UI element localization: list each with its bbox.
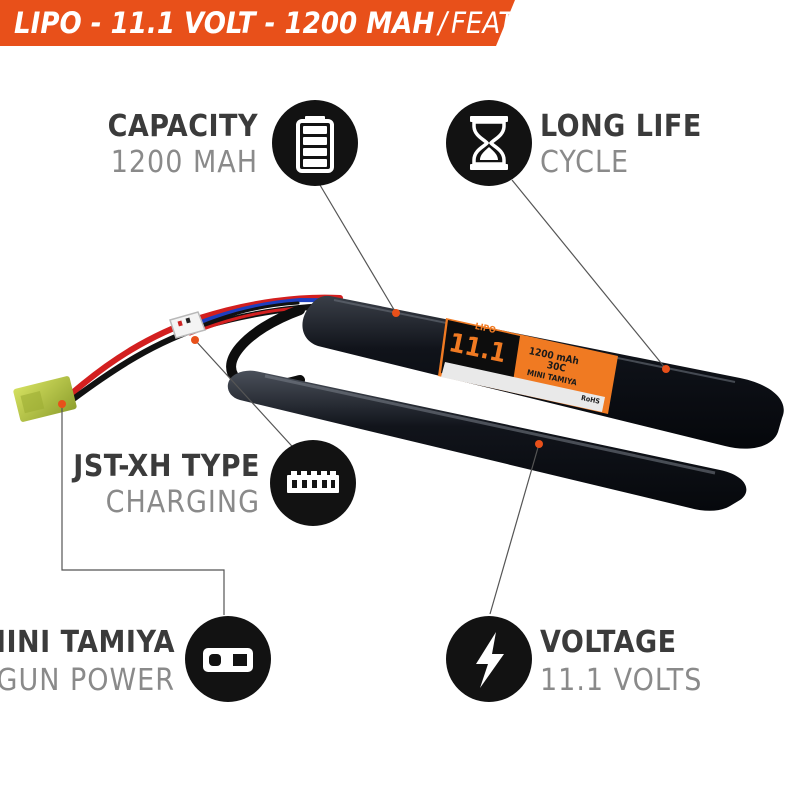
jst-title: JST-XH TYPE [73, 449, 260, 484]
tamiya-badge [185, 616, 271, 702]
leader-lines [61, 179, 667, 615]
leader-dots [58, 309, 670, 448]
tamiya-title: MINI TAMIYA [0, 625, 175, 660]
battery-icon [296, 116, 334, 173]
voltage-badge [446, 616, 532, 702]
tamiya-plug [13, 376, 77, 422]
banner-title: LIPO - 11.1 VOLT - 1200 MAH [14, 6, 435, 40]
jst-balance-plug [169, 311, 206, 339]
long-life-badge [446, 100, 532, 186]
voltage-title: VOLTAGE [540, 625, 677, 660]
capacity-badge [272, 100, 358, 186]
voltage-subtitle: 11.1 VOLTS [540, 663, 703, 698]
banner-section: FEATURES [451, 6, 585, 40]
tamiya-plug-icon [203, 648, 253, 672]
lightning-icon [476, 632, 504, 688]
banner-separator: / [438, 6, 447, 40]
header-title: LIPO - 11.1 VOLT - 1200 MAH/FEATURES [14, 3, 584, 43]
battery-cell-upper [302, 295, 784, 449]
capacity-title: CAPACITY [107, 109, 258, 144]
long-life-subtitle: CYCLE [540, 145, 630, 180]
hourglass-icon [470, 116, 508, 170]
battery-cell-lower [227, 370, 747, 511]
battery-label [438, 318, 618, 414]
jst-subtitle: CHARGING [105, 485, 260, 520]
long-life-title: LONG LIFE [540, 109, 702, 144]
capacity-subtitle: 1200 MAH [110, 145, 258, 180]
header-banner [0, 0, 515, 46]
tamiya-subtitle: GUN POWER [0, 663, 175, 698]
jst-connector-icon [287, 471, 339, 493]
jst-badge [270, 440, 356, 526]
